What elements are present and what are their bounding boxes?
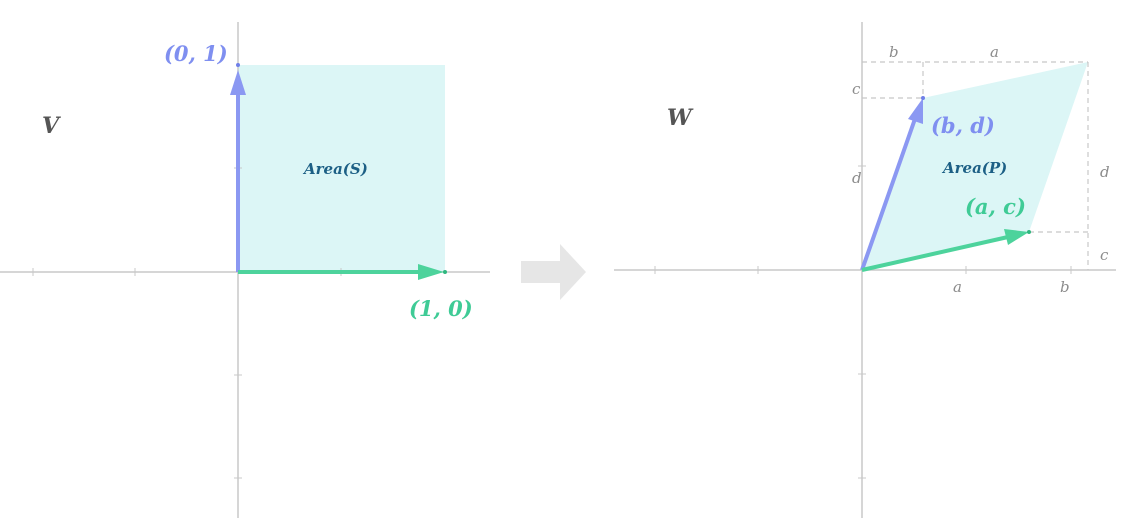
vector-ac — [861, 235, 1009, 272]
dim-top-a: a — [990, 43, 999, 61]
vector-j-endpoint — [236, 63, 240, 67]
dim-top-b: b — [889, 43, 899, 61]
vector-bd-arrowhead — [908, 98, 923, 124]
dim-bottom-b: b — [1060, 278, 1070, 296]
vector-bd-endpoint — [921, 96, 925, 100]
dashed-guides — [862, 61, 1089, 270]
vector-ac-arrowhead — [1004, 229, 1029, 245]
vector-j-label: (0, 1) — [164, 41, 228, 66]
area-label-s: Area(S) — [302, 160, 368, 178]
vector-i-endpoint — [443, 270, 447, 274]
vector-i-arrowhead — [418, 264, 444, 280]
vector-bd — [860, 115, 918, 271]
vector-i-label: (1, 0) — [409, 296, 473, 321]
vector-ac-endpoint — [1027, 230, 1031, 234]
space-label-w: W — [667, 105, 694, 131]
vector-bd-label: (b, d) — [931, 113, 995, 138]
dim-bottom-a: a — [953, 278, 962, 296]
vector-j-arrowhead — [230, 70, 246, 95]
area-label-p: Area(P) — [941, 159, 1007, 177]
dim-left-c: c — [852, 80, 861, 98]
dim-right-c: c — [1100, 246, 1109, 264]
left-panel: V Area(S) (0, 1) (1, 0) — [0, 22, 490, 518]
space-label-v: V — [42, 113, 61, 139]
right-arrow-icon — [521, 244, 586, 300]
dim-left-d: d — [852, 169, 862, 187]
right-panel: W Area(P) (b, d) (a, c) b a c d d c a b — [614, 22, 1116, 518]
dim-right-d: d — [1100, 163, 1110, 181]
vector-ac-label: (a, c) — [965, 194, 1026, 219]
unit-square-region — [238, 65, 445, 272]
